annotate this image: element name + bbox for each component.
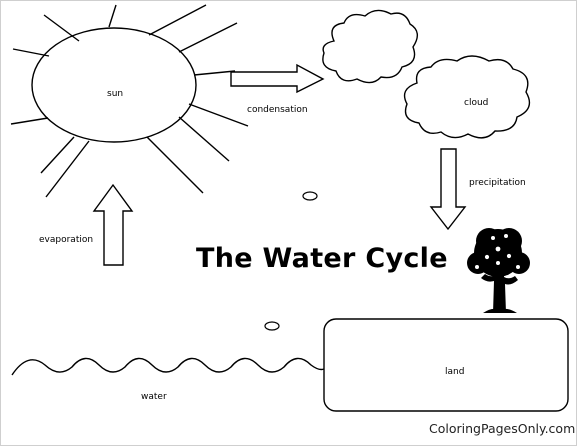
- droplet-icon: [264, 321, 280, 331]
- precipitation-label: precipitation: [469, 178, 526, 188]
- cloud-icon: [322, 9, 418, 84]
- arrow-up-icon: [92, 183, 134, 266]
- page-title: The Water Cycle: [196, 243, 448, 274]
- evaporation-label: evaporation: [39, 235, 93, 245]
- wave-icon: [11, 357, 325, 376]
- watermark-text: ColoringPagesOnly.com: [429, 421, 575, 436]
- tree-icon: [467, 228, 530, 313]
- land-label: land: [445, 367, 464, 377]
- sun-icon: [10, 4, 249, 198]
- arrow-right-icon: [230, 63, 325, 94]
- sun-label: sun: [107, 89, 123, 99]
- cloud-icon: [403, 55, 531, 139]
- arrow-down-icon: [429, 148, 467, 231]
- droplet-icon: [302, 191, 318, 201]
- condensation-label: condensation: [247, 105, 308, 115]
- land-box: [323, 318, 569, 412]
- cloud-label: cloud: [464, 98, 488, 108]
- water-label: water: [141, 392, 167, 402]
